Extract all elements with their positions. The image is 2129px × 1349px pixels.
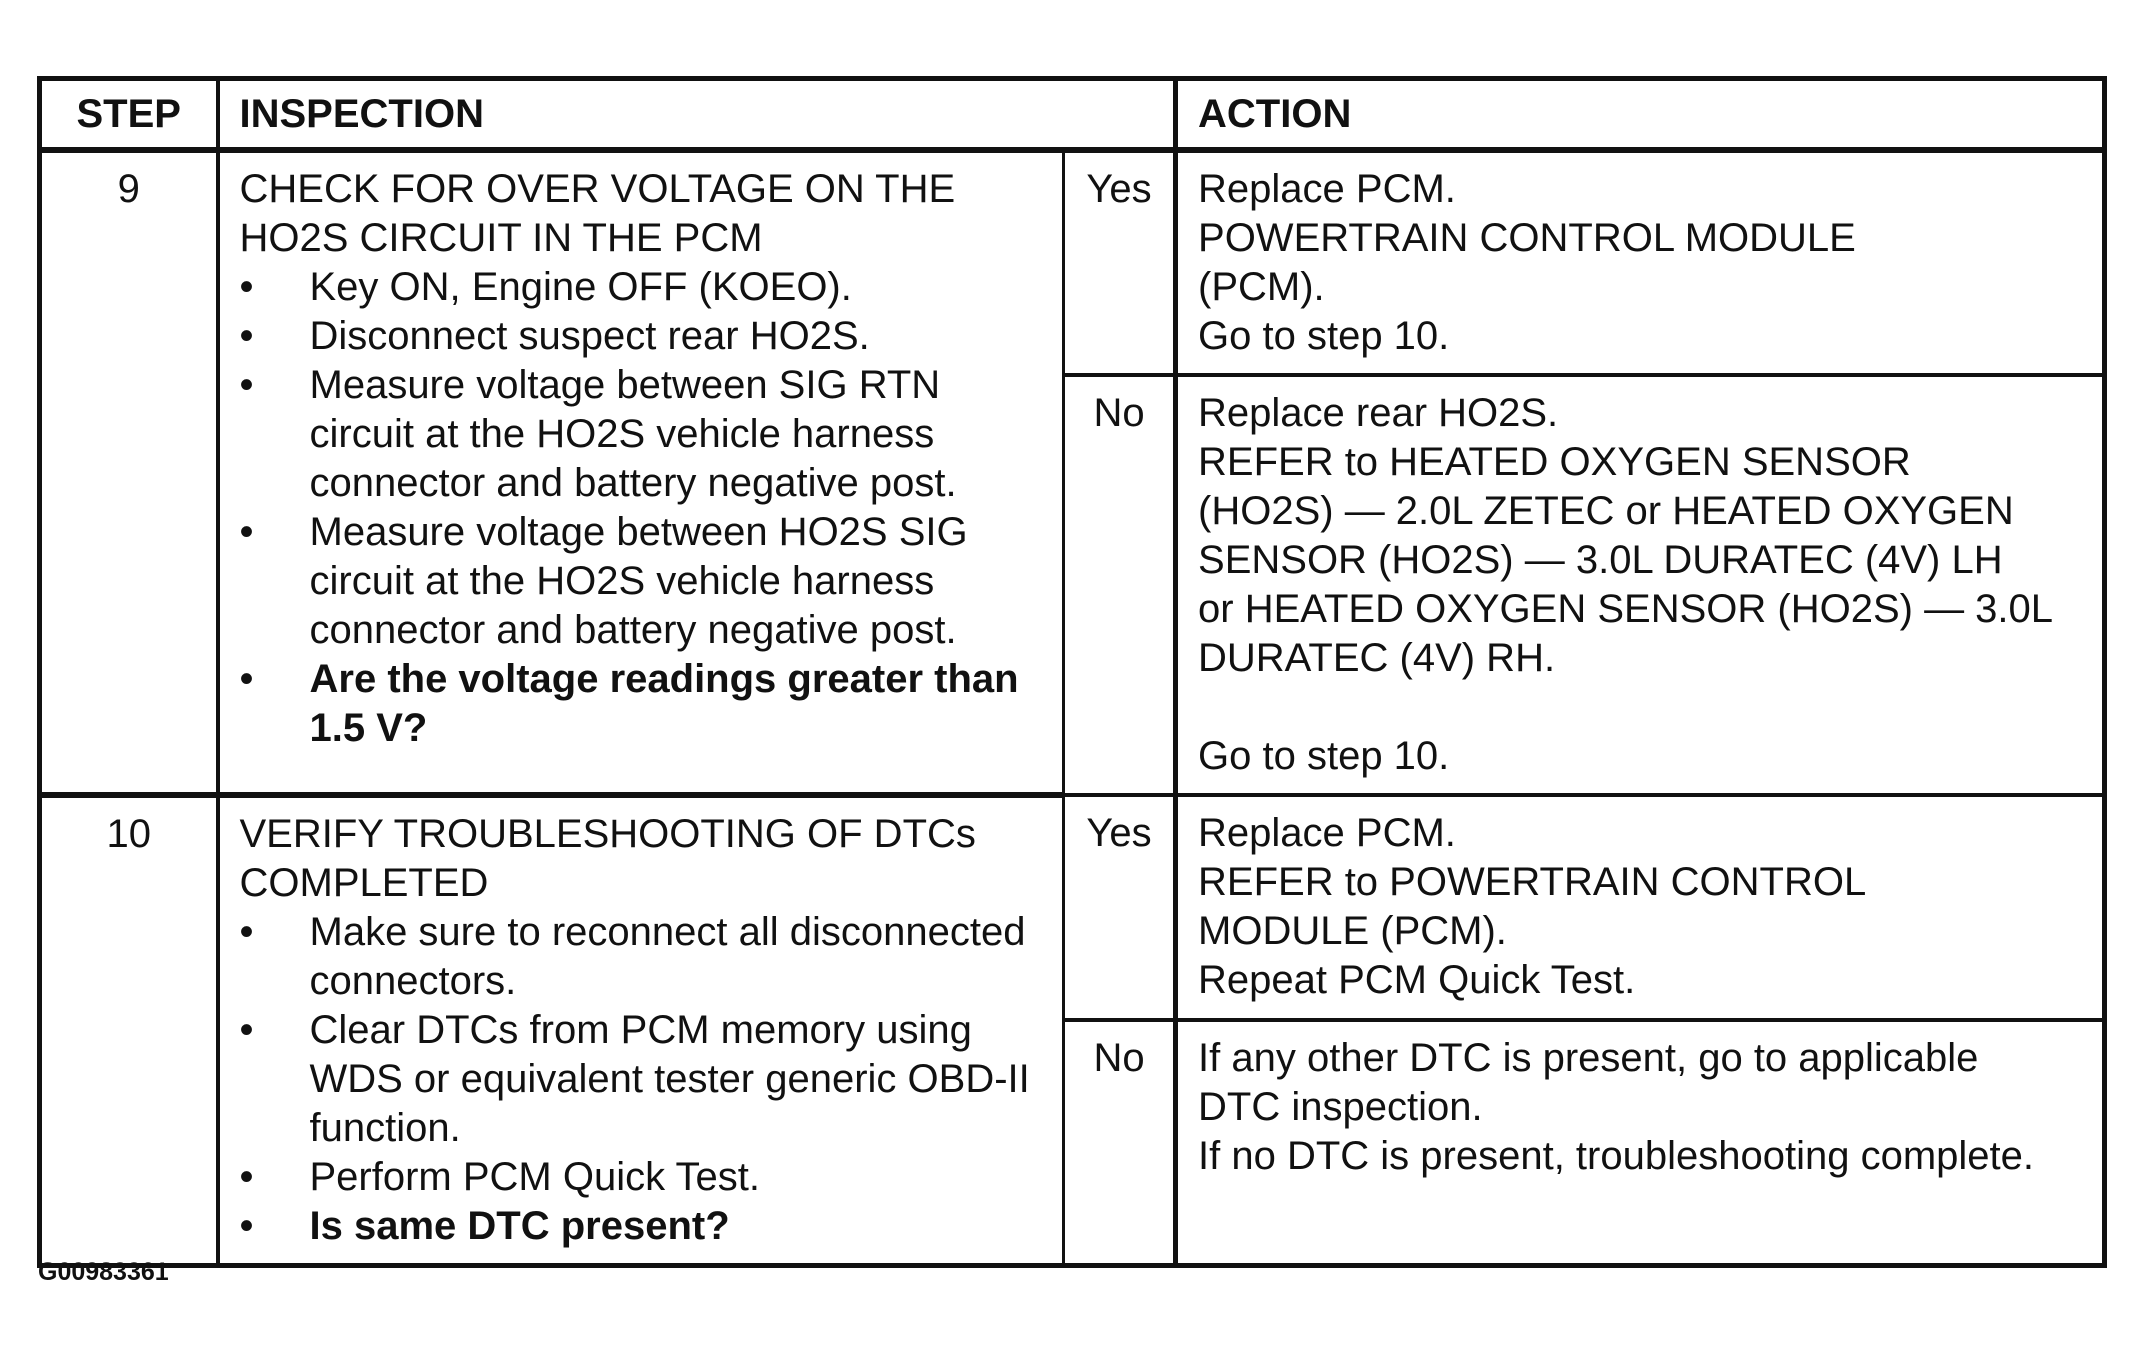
no-action-cell: If any other DTC is present, go to appli…: [1173, 1018, 2107, 1268]
inspection-title-line: COMPLETED: [239, 861, 489, 905]
inspection-bullet: •Disconnect suspect rear HO2S.: [240, 312, 1053, 361]
action-line: If no DTC is present, troubleshooting co…: [1198, 1134, 2034, 1179]
no-action-cell: Replace rear HO2S. REFER to HEATED OXYGE…: [1173, 373, 2107, 797]
step-9-no-row: No Replace rear HO2S. REFER to HEATED OX…: [40, 373, 2107, 797]
action-line: Replace rear HO2S.: [1198, 391, 1559, 435]
no-label: No: [1061, 1018, 1179, 1268]
action-line: SENSOR (HO2S) — 3.0L DURATEC (4V) LH: [1198, 538, 2003, 582]
step-number: 9: [37, 148, 220, 797]
step-header: STEP: [37, 76, 220, 153]
action-line: Repeat PCM Quick Test.: [1198, 958, 1636, 1002]
inspection-title-line: CHECK FOR OVER VOLTAGE ON THE: [239, 167, 956, 211]
action-line: DURATEC (4V) RH.: [1198, 636, 1556, 680]
inspection-bullet: •Measure voltage between HO2S SIG circui…: [239, 510, 968, 652]
inspection-header: INSPECTION: [215, 76, 1178, 153]
inspection-bullet: •Clear DTCs from PCM memory using WDS or…: [239, 1008, 1030, 1150]
step-10-no-row: No If any other DTC is present, go to ap…: [40, 1018, 2107, 1268]
inspection-title-line: VERIFY TROUBLESHOOTING OF DTCs: [239, 812, 976, 856]
bullet-icon: •: [239, 363, 254, 407]
no-label: No: [1061, 373, 1179, 797]
action-header: ACTION: [1173, 76, 2107, 153]
inspection-bullet: •Key ON, Engine OFF (KOEO).: [240, 263, 1053, 312]
action-line: Replace PCM.: [1198, 167, 1456, 211]
bullet-icon: •: [239, 510, 254, 554]
bullet-icon: •: [239, 1008, 254, 1052]
action-line: Go to step 10.: [1198, 314, 1450, 358]
inspection-cell: CHECK FOR OVER VOLTAGE ON THE HO2S CIRCU…: [215, 148, 1065, 797]
yes-action-cell: Replace PCM. POWERTRAIN CONTROL MODULE (…: [1173, 148, 2107, 377]
action-line: POWERTRAIN CONTROL MODULE: [1198, 216, 1856, 260]
inspection-bullet-list: •Make sure to reconnect all disconnected…: [240, 908, 1053, 1251]
action-line: REFER to POWERTRAIN CONTROL: [1198, 860, 1867, 904]
bullet-icon: •: [239, 314, 254, 358]
bullet-icon: •: [239, 910, 254, 954]
bullet-icon: •: [239, 657, 254, 701]
action-line: Replace PCM.: [1198, 811, 1456, 855]
figure-code: G00983361: [38, 1258, 169, 1286]
action-line: DTC inspection.: [1198, 1085, 1483, 1130]
diagnostic-table: STEP INSPECTION ACTION 9 CHECK FOR OVER …: [37, 76, 2108, 1268]
yes-label: Yes: [1061, 148, 1179, 377]
header-row: STEP INSPECTION ACTION: [37, 76, 2107, 153]
inspection-question: •Are the voltage readings greater than 1…: [239, 657, 1019, 750]
action-line: If any other DTC is present, go to appli…: [1198, 1036, 1979, 1081]
step-10-yes-row: 10 VERIFY TROUBLESHOOTING OF DTCs COMPLE…: [37, 792, 2107, 1268]
inspection-title-line: HO2S CIRCUIT IN THE PCM: [239, 216, 763, 260]
inspection-bullet: •Measure voltage between SIG RTN circuit…: [239, 363, 957, 505]
step-9-yes-row: 9 CHECK FOR OVER VOLTAGE ON THE HO2S CIR…: [37, 148, 2107, 797]
inspection-cell: VERIFY TROUBLESHOOTING OF DTCs COMPLETED…: [215, 792, 1065, 1268]
action-line: or HEATED OXYGEN SENSOR (HO2S) — 3.0L: [1198, 587, 2054, 631]
action-line: (PCM).: [1198, 265, 1325, 309]
yes-action-cell: Replace PCM. REFER to POWERTRAIN CONTROL…: [1173, 792, 2107, 1023]
bullet-icon: •: [239, 1204, 254, 1248]
action-spacer: [1198, 683, 2092, 732]
action-line: REFER to HEATED OXYGEN SENSOR: [1198, 440, 1911, 484]
inspection-bullet: •Perform PCM Quick Test.: [240, 1153, 1053, 1202]
yes-label: Yes: [1061, 792, 1179, 1023]
action-line: (HO2S) — 2.0L ZETEC or HEATED OXYGEN: [1198, 489, 2014, 533]
inspection-bullet-list: •Key ON, Engine OFF (KOEO). •Disconnect …: [240, 263, 1053, 753]
inspection-bullet: •Make sure to reconnect all disconnected…: [239, 910, 1026, 1003]
action-line: MODULE (PCM).: [1198, 909, 1507, 953]
bullet-icon: •: [239, 265, 254, 309]
inspection-question: •Is same DTC present?: [240, 1202, 1053, 1251]
bullet-icon: •: [239, 1155, 254, 1199]
step-number: 10: [37, 792, 220, 1268]
action-line: Go to step 10.: [1198, 734, 1450, 778]
